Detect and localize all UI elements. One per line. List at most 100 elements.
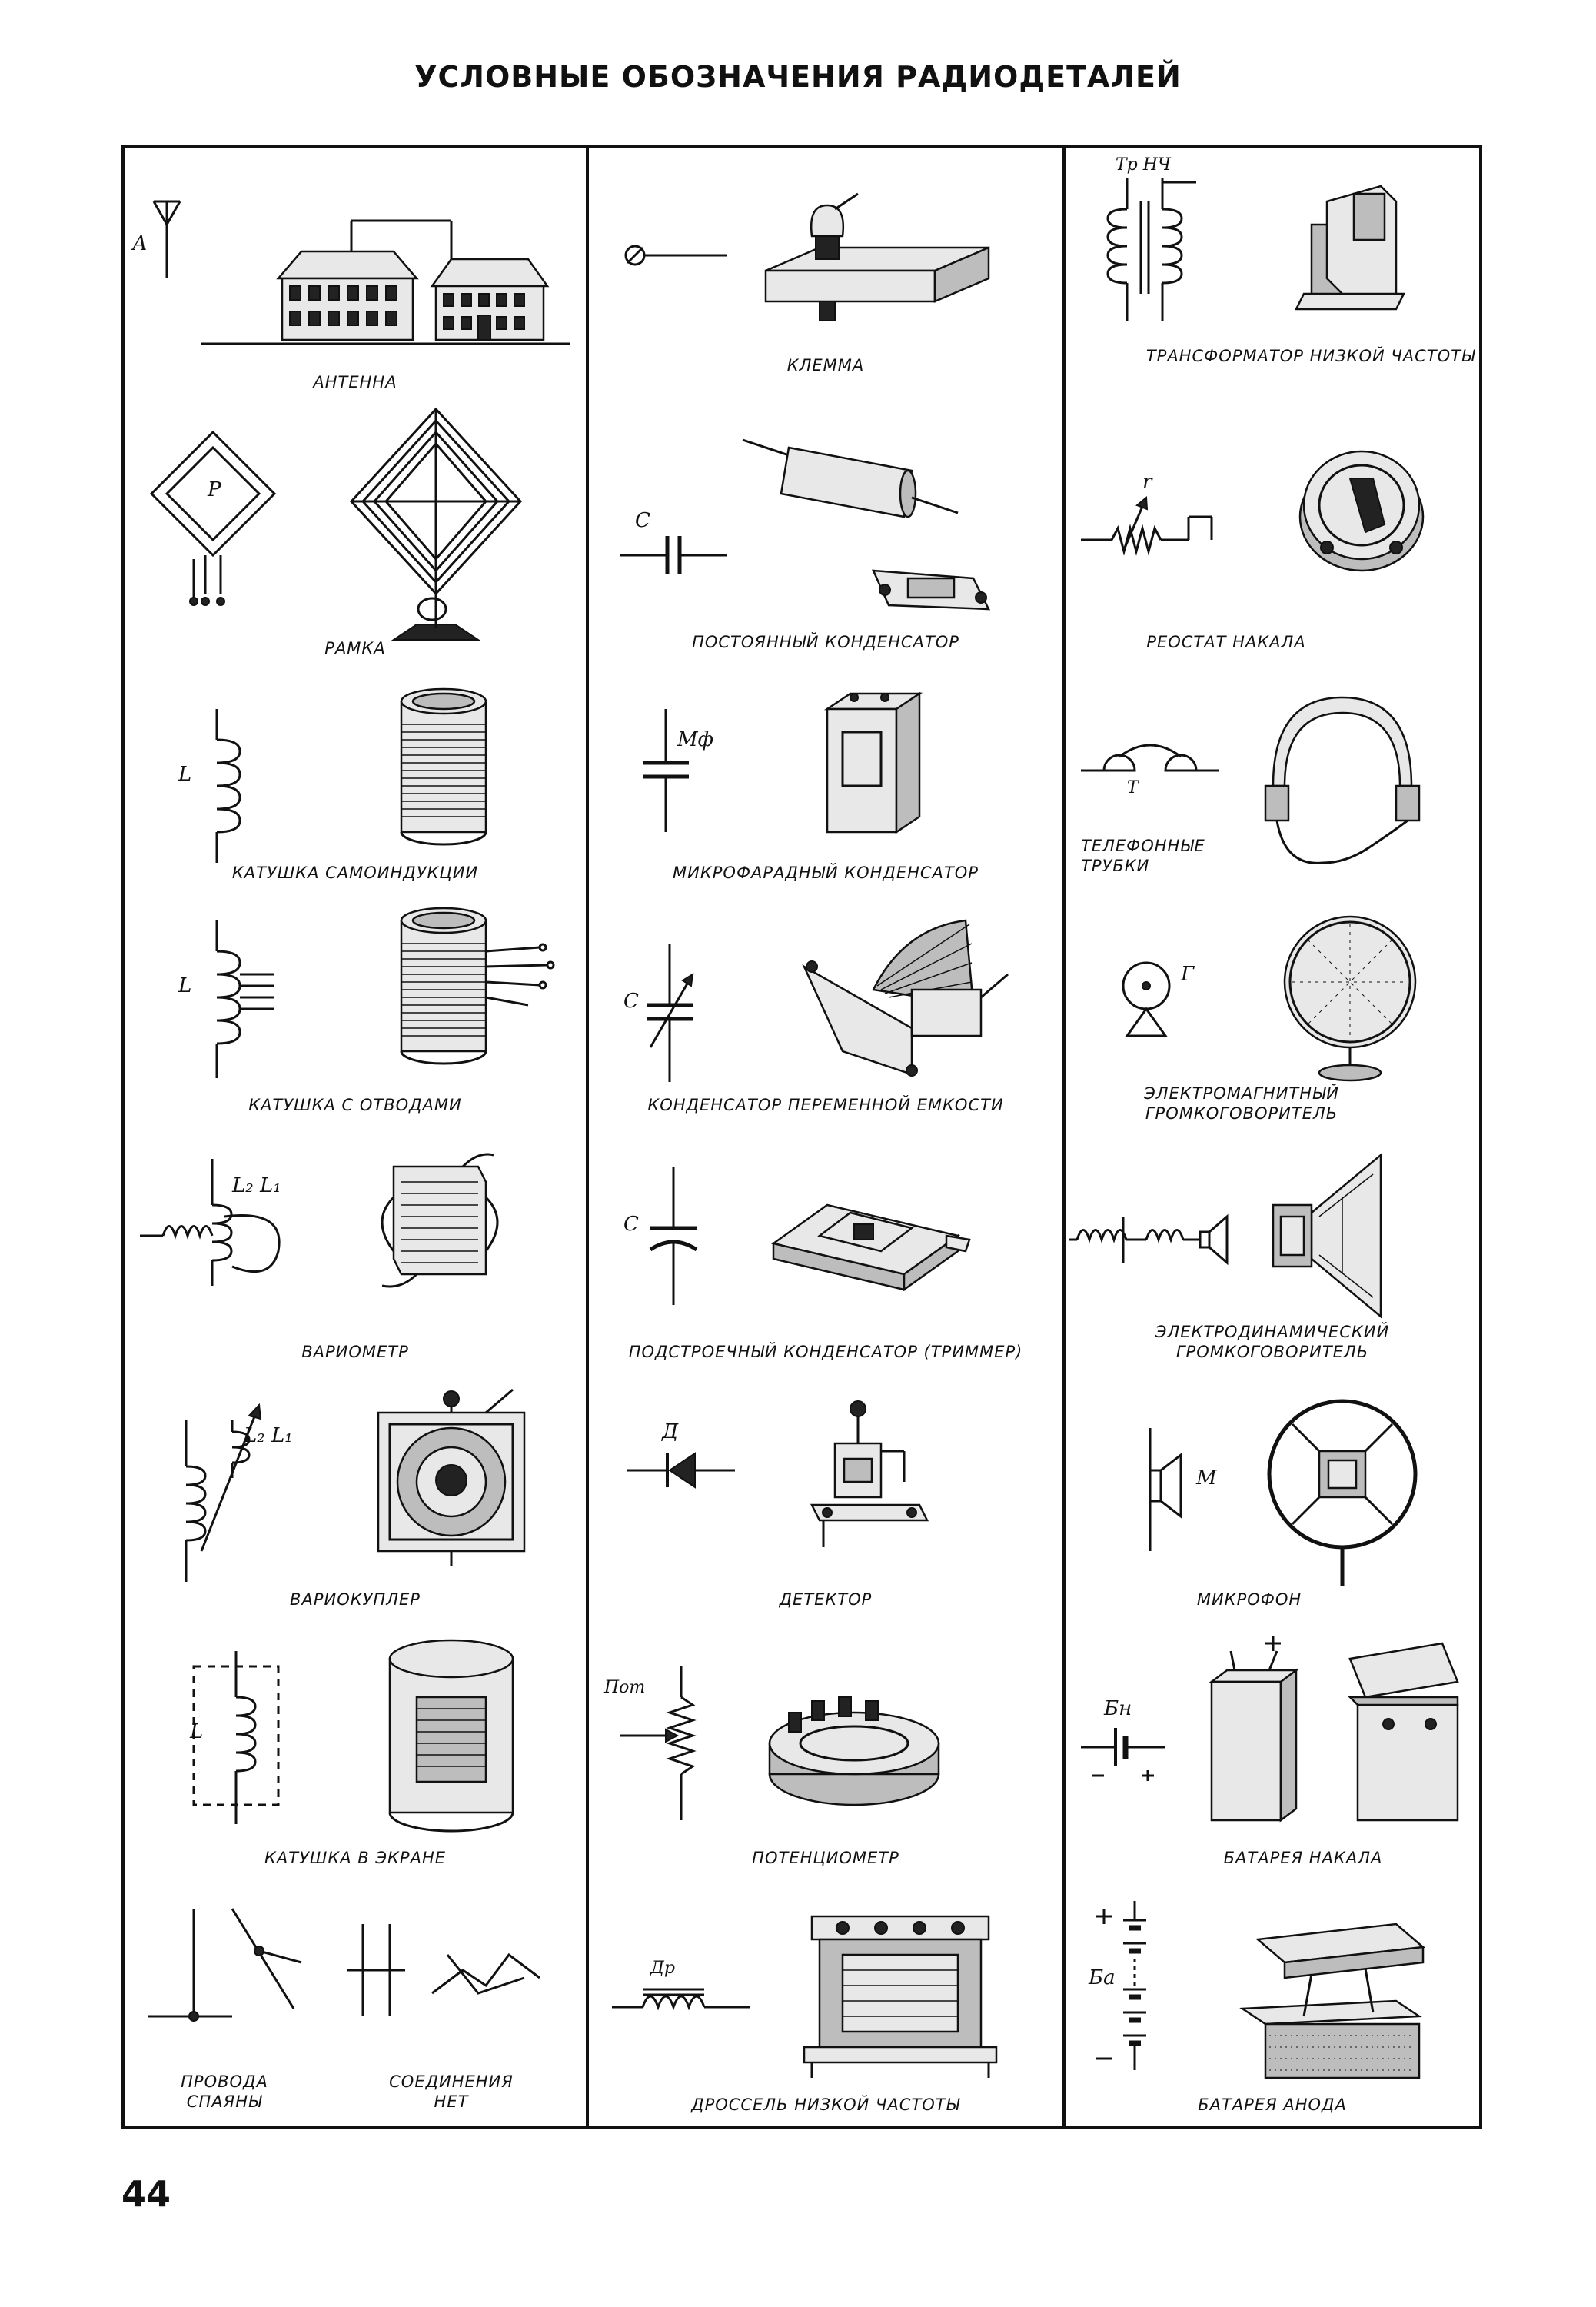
item-inductor: L КАТУШКА САМОИНДУКЦИИ: [125, 678, 586, 897]
symbol-label: r: [1142, 471, 1152, 494]
variocoupler-illustration: [371, 1390, 540, 1574]
item-potentiometer: Пот ПОТЕНЦИОМЕТР: [589, 1636, 1062, 1878]
trimmer-symbol: [643, 1167, 704, 1305]
symbol-label: Мф: [677, 728, 713, 751]
potentiometer-illustration: [766, 1689, 943, 1813]
column-divider: [586, 148, 589, 2126]
microfarad-capacitor-illustration: [812, 686, 935, 840]
potentiometer-symbol: [612, 1666, 720, 1820]
caption-ed-loudspeaker: ЭЛЕКТРОДИНАМИЧЕСКИЙ ГРОМКОГОВОРИТЕЛЬ: [1155, 1323, 1390, 1361]
item-lf-transformer: Тр НЧ ТРАНСФОРМАТОР НИЗКОЙ ЧАСТОТЫ: [1066, 148, 1479, 394]
symbol-label: L₂ L₁: [244, 1424, 293, 1447]
headphones-illustration: [1258, 694, 1427, 871]
caption-frame: РАМКА: [324, 639, 386, 657]
variable-capacitor-symbol: [635, 944, 712, 1082]
caption-microphone: МИКРОФОН: [1196, 1590, 1302, 1609]
column-divider: [1062, 148, 1066, 2126]
anode-battery-illustration: [1242, 1916, 1427, 2086]
transformer-symbol: [1089, 178, 1212, 332]
caption-fixed-capacitor: ПОСТОЯННЫЙ КОНДЕНСАТОР: [692, 633, 959, 651]
symbol-label: L: [178, 974, 192, 997]
caption-filament-battery: БАТАРЕЯ НАКАЛА: [1223, 1849, 1383, 1867]
item-lf-choke: Др ДРОССЕЛЬ НИЗКОЙ ЧАСТОТЫ: [589, 1893, 1062, 2124]
caption-lf-transformer: ТРАНСФОРМАТОР НИЗКОЙ ЧАСТОТЫ: [1145, 347, 1476, 365]
symbol-label: Г: [1181, 963, 1195, 986]
symbol-label: С: [623, 990, 639, 1013]
column-right: Тр НЧ ТРАНСФОРМАТОР НИЗКОЙ ЧАСТОТЫ: [1066, 148, 1479, 2126]
symbol-label: А: [132, 232, 148, 255]
variable-capacitor-illustration: [796, 913, 1012, 1082]
item-variometer: L₂ L₁ ВАРИОМЕТР: [125, 1144, 586, 1374]
symbol-label: М: [1196, 1466, 1217, 1490]
microphone-illustration: [1258, 1397, 1427, 1590]
page-title: УСЛОВНЫЕ ОБОЗНАЧЕНИЯ РАДИОДЕТАЛЕЙ: [414, 60, 1182, 94]
tapped-inductor-symbol: [201, 920, 301, 1082]
item-tapped-inductor: L КАТУШКА С ОТВОДАМИ: [125, 905, 586, 1128]
symbol-label: Пот: [604, 1678, 646, 1697]
symbol-label: L₂ L₁: [232, 1174, 281, 1197]
symbol-label: Тр НЧ: [1116, 155, 1171, 175]
terminal-illustration: [766, 194, 996, 340]
wires-joined-symbol: [148, 1909, 301, 2039]
anode-battery-symbol: [1096, 1901, 1189, 2086]
caption-filament-rheostat: РЕОСТАТ НАКАЛА: [1146, 633, 1306, 651]
item-wires: ПРОВОДА СПАЯНЫ СОЕДИНЕНИЯ НЕТ: [125, 1893, 586, 2124]
coil-illustration: [394, 686, 494, 847]
rheostat-illustration: [1296, 432, 1427, 578]
symbol-label: Р: [208, 478, 221, 501]
item-detector: Д ДЕТЕКТОР: [589, 1390, 1062, 1624]
frame-illustration: [347, 405, 524, 644]
item-em-loudspeaker: Г ЭЛЕКТРОМАГНИТНЫЙ ГРОМКОГОВОРИТЕЛЬ: [1066, 905, 1479, 1128]
caption-headphones: ТЕЛЕФОННЫЕ ТРУБКИ: [1081, 837, 1205, 875]
caption-variocoupler: ВАРИОКУПЛЕР: [290, 1590, 421, 1609]
ed-loudspeaker-symbol: [1069, 1205, 1239, 1267]
variocoupler-symbol: [155, 1405, 294, 1590]
item-terminal: КЛЕММА: [589, 148, 1062, 394]
item-trimmer: С ПОДСТРОЕЧНЫЙ КОНДЕНСАТОР (ТРИММЕР): [589, 1144, 1062, 1374]
caption-antenna: АНТЕННА: [313, 373, 397, 391]
rheostat-symbol: [1081, 486, 1219, 555]
item-fixed-capacitor: С ПОСТОЯННЫЙ КОНДЕНСАТОР: [589, 401, 1062, 667]
symbols-table: А: [121, 145, 1482, 2129]
item-ed-loudspeaker: ЭЛЕКТРОДИНАМИЧЕСКИЙ ГРОМКОГОВОРИТЕЛЬ: [1066, 1144, 1479, 1374]
caption-detector: ДЕТЕКТОР: [779, 1590, 873, 1609]
microfarad-capacitor-symbol: [635, 709, 697, 832]
tapped-coil-illustration: [394, 905, 570, 1070]
column-left: А: [125, 148, 586, 2126]
item-antenna: А: [125, 148, 586, 394]
item-shielded-coil: L КАТУШКА В ЭКРАНЕ: [125, 1636, 586, 1878]
page-number: 44: [121, 2173, 171, 2215]
caption-variometer: ВАРИОМЕТР: [301, 1343, 409, 1361]
variometer-symbol: [140, 1159, 294, 1313]
terminal-symbol: [620, 240, 727, 271]
frame-symbol: [148, 424, 286, 617]
variometer-illustration: [371, 1151, 509, 1290]
headphones-symbol: [1081, 740, 1219, 801]
caption-tapped-inductor: КАТУШКА С ОТВОДАМИ: [248, 1096, 462, 1114]
choke-illustration: [796, 1901, 1004, 2086]
fixed-capacitor-symbol: [620, 532, 727, 578]
caption-lf-choke: ДРОССЕЛЬ НИЗКОЙ ЧАСТОТЫ: [691, 2096, 960, 2114]
symbol-label: L: [190, 1720, 204, 1743]
symbol-label: Ба: [1089, 1966, 1116, 1989]
antenna-symbol: [148, 194, 186, 286]
item-variocoupler: L₂ L₁ ВАРИОКУПЛЕР: [125, 1390, 586, 1624]
column-middle: КЛЕММА С ПОСТОЯННЫЙ КОНДЕНСАТОР: [589, 148, 1062, 2126]
caption-wires-not-joined: СОЕДИНЕНИЯ НЕТ: [389, 2072, 514, 2111]
symbol-label: Бн: [1104, 1697, 1132, 1720]
detector-illustration: [804, 1397, 943, 1551]
symbol-label: Т: [1127, 778, 1139, 797]
symbol-label: L: [178, 763, 192, 786]
item-microfarad-capacitor: Мф МИКРОФАРАДНЫЙ КОНДЕНСАТОР: [589, 678, 1062, 897]
choke-symbol: [612, 1986, 750, 2016]
transformer-illustration: [1296, 178, 1411, 317]
symbol-label: С: [623, 1213, 639, 1236]
caption-wires-joined: ПРОВОДА СПАЯНЫ: [181, 2072, 268, 2111]
antenna-illustration: [201, 186, 570, 355]
caption-terminal: КЛЕММА: [786, 356, 865, 375]
item-filament-battery: Бн БАТАРЕЯ НАКАЛА: [1066, 1636, 1479, 1878]
shielded-coil-illustration: [382, 1636, 520, 1836]
filament-battery-symbol: [1081, 1720, 1173, 1782]
caption-variable-capacitor: КОНДЕНСАТОР ПЕРЕМЕННОЙ ЕМКОСТИ: [647, 1096, 1004, 1114]
caption-anode-battery: БАТАРЕЯ АНОДА: [1198, 2096, 1347, 2114]
